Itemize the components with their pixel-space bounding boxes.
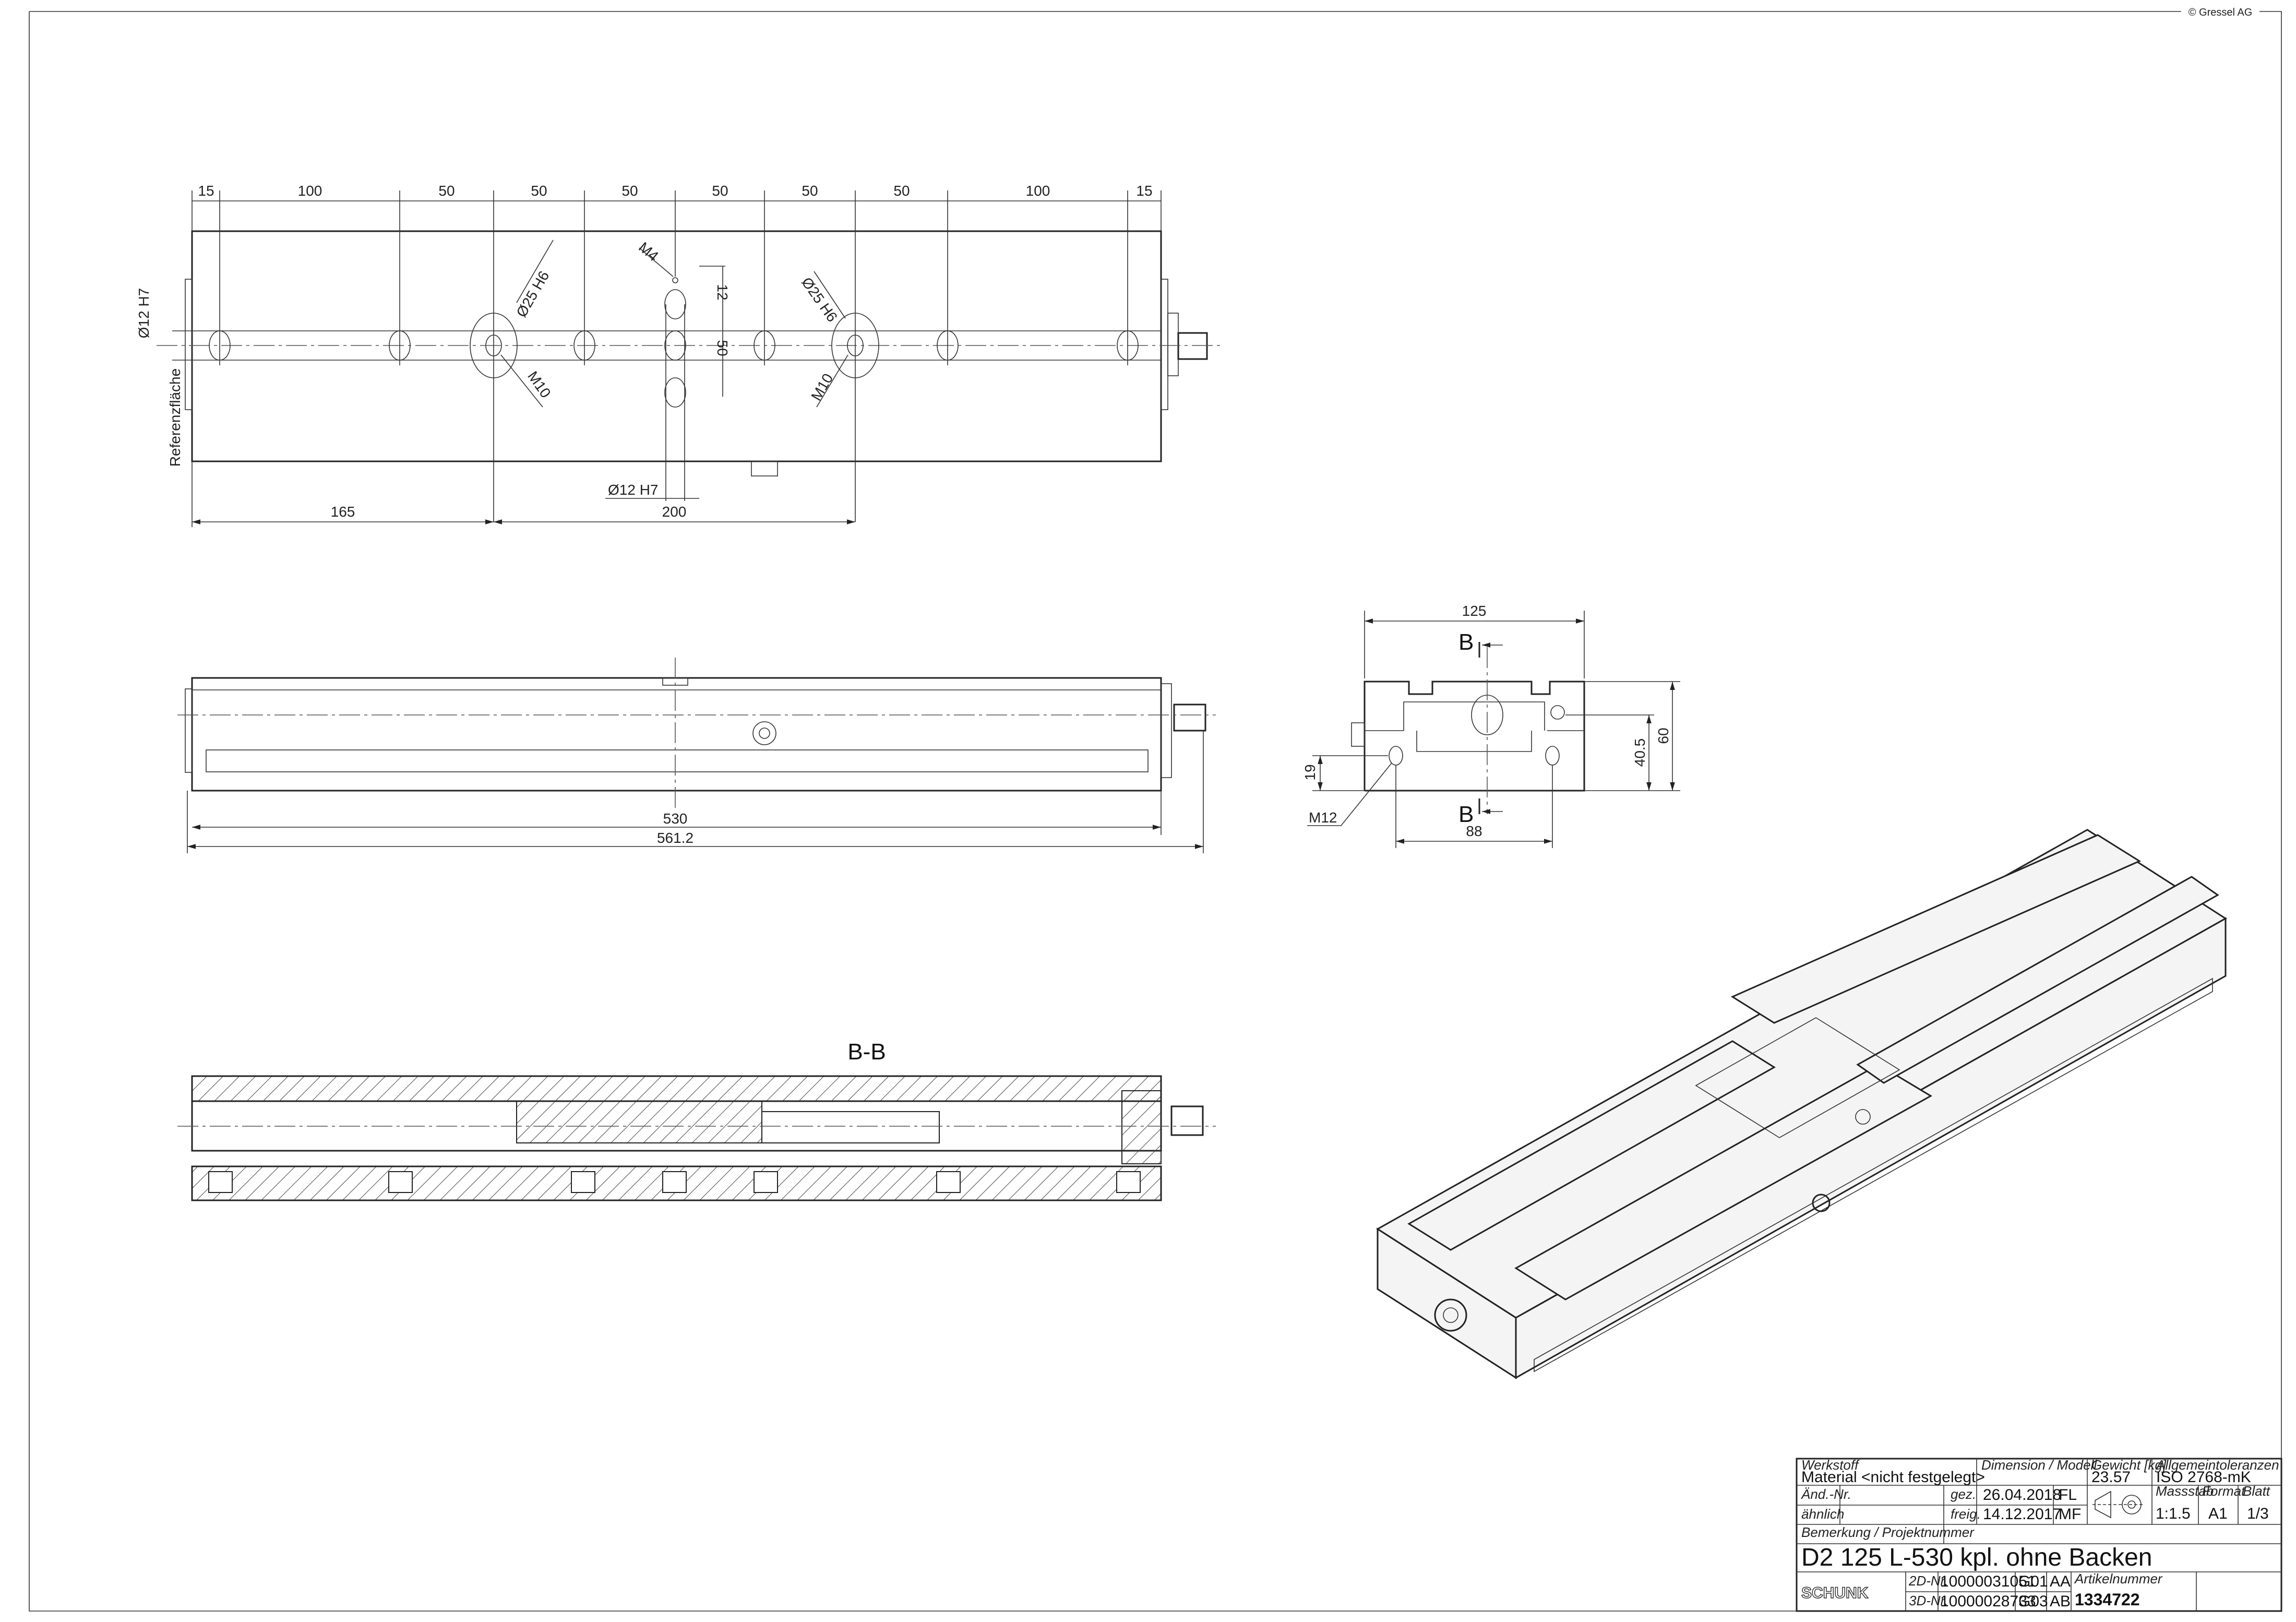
freig-label: freig. (1951, 1506, 1981, 1522)
end-view: 125 B B 60 40.5 19 88 M12 (1302, 603, 1680, 848)
nr2d-rev: AA (2050, 1573, 2071, 1590)
section-mark-bottom: B (1458, 802, 1474, 827)
bore-25-left: Ø25 H6 (513, 268, 552, 320)
isometric-view (1376, 829, 2227, 1379)
top-view: 15 100 50 50 50 50 50 50 100 15 165 200 … (136, 183, 1221, 527)
dim-165: 165 (331, 504, 355, 520)
dim-top-5: 50 (712, 183, 728, 199)
massstab-label: Massstab (2156, 1483, 2214, 1499)
nr3d-value: 10000028733 (1940, 1593, 2036, 1610)
thread-m12: M12 (1309, 809, 1337, 826)
format-label: Format (2202, 1483, 2246, 1499)
nr2d-value: 10000031051 (1940, 1573, 2036, 1590)
bore-12-bottom: Ø12 H7 (608, 482, 659, 498)
dim-561-2: 561.2 (657, 830, 693, 846)
toleranzen-label: Allgemeintoleranzen (2155, 1457, 2279, 1473)
top-dimension-chain: 15 100 50 50 50 50 50 50 100 15 (192, 183, 1162, 522)
reference-face-label: Referenzfläche (167, 368, 183, 467)
aehnlich-label: ähnlich (1801, 1506, 1844, 1522)
werkstoff-label: Werkstoff (1801, 1457, 1860, 1473)
bore-12-left: Ø12 H7 (136, 288, 152, 339)
gez-date: 26.04.2018 (1983, 1486, 2061, 1504)
bottom-dimension-chain: 165 200 Ø12 H7 12 50 M4 Ø25 H6 M10 Ø25 H… (136, 239, 855, 527)
blatt-value: 1/3 (2247, 1505, 2269, 1522)
format-value: A1 (2208, 1505, 2228, 1522)
drawing-title: D2 125 L-530 kpl. ohne Backen (1801, 1544, 2152, 1571)
gewicht-label: Gewicht [kg] (2091, 1457, 2167, 1473)
projection-symbol-icon (2092, 1490, 2145, 1519)
gez-label: gez. (1951, 1486, 1976, 1502)
dim-top-1: 100 (298, 183, 322, 199)
artikel-label: Artikelnummer (2074, 1571, 2163, 1587)
nr3d-g: G03 (2018, 1593, 2048, 1610)
nr3d-rev: AB (2050, 1593, 2071, 1610)
section-pockets (208, 1171, 1141, 1193)
nr3d-label: 3D-Nr. (1909, 1593, 1948, 1608)
dim-top-0: 15 (198, 183, 214, 199)
dim-top-9: 15 (1136, 183, 1152, 199)
section-view-b-b: B-B (177, 1039, 1216, 1201)
gez-by: FL (2059, 1486, 2077, 1504)
aend-label: Änd.-Nr. (1800, 1486, 1851, 1502)
dim-12: 12 (714, 284, 731, 300)
section-mark-top: B (1458, 629, 1474, 655)
side-view: 530 561.2 (177, 658, 1216, 853)
dim-top-2: 50 (438, 183, 455, 199)
dim-top-4: 50 (621, 183, 638, 199)
dim-50: 50 (714, 340, 731, 356)
massstab-value: 1:1.5 (2156, 1505, 2191, 1522)
dim-19: 19 (1302, 764, 1318, 780)
dim-88: 88 (1466, 823, 1482, 839)
toleranzen-value: ISO 2768-mK (2156, 1469, 2251, 1486)
holes (209, 277, 1139, 501)
blatt-label: Blatt (2243, 1483, 2271, 1499)
section-title: B-B (847, 1039, 886, 1065)
nr2d-label: 2D-Nr. (1908, 1573, 1948, 1589)
dim-top-3: 50 (531, 183, 547, 199)
thread-m10-left: M10 (524, 368, 554, 401)
dim-530: 530 (663, 810, 688, 827)
werkstoff-value: Material <nicht festgelegt> (1801, 1469, 1985, 1486)
schunk-logo: SCHUNK (1801, 1584, 1869, 1602)
dim-200: 200 (662, 504, 687, 520)
artikel-value: 1334722 (2075, 1590, 2140, 1609)
sheet-frame: © Gressel AG (29, 7, 2282, 1612)
dim-40-5: 40.5 (1632, 738, 1648, 767)
freig-by: MF (2059, 1506, 2081, 1523)
freig-date: 14.12.2017 (1983, 1506, 2061, 1523)
title-block: Werkstoff Material <nicht festgelegt> Di… (1796, 1457, 2282, 1612)
dim-top-6: 50 (802, 183, 818, 199)
dim-top-7: 50 (893, 183, 910, 199)
bore-25-right: Ø25 H6 (798, 275, 841, 325)
gewicht-value: 23.57 (2091, 1469, 2131, 1486)
dim-60: 60 (1655, 727, 1671, 744)
bemerkung-label: Bemerkung / Projektnummer (1801, 1524, 1975, 1540)
thread-m4: M4 (636, 239, 662, 265)
dimension-label: Dimension / Modell (1981, 1457, 2097, 1473)
dim-top-8: 100 (1026, 183, 1050, 199)
nr2d-g: G01 (2018, 1573, 2048, 1590)
copyright-text: © Gressel AG (2189, 7, 2253, 18)
thread-m10-right: M10 (808, 371, 836, 403)
dim-125: 125 (1462, 603, 1487, 619)
